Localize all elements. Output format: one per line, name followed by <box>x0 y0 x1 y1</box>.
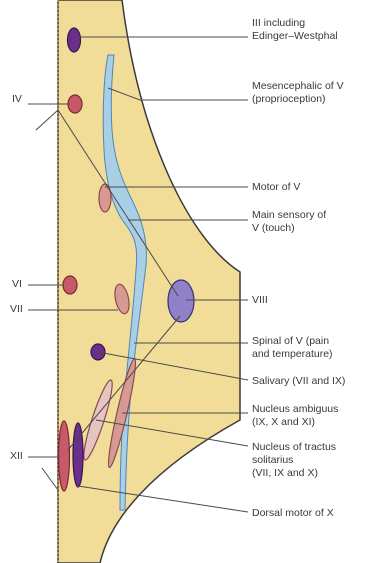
label-motor-v: Motor of V <box>252 181 300 193</box>
label-xii: XII <box>10 450 23 462</box>
leader-iv-tick <box>36 110 58 130</box>
label-ambiguus: Nucleus ambiguus(IX, X and XI) <box>252 403 338 428</box>
nucleus-xii <box>59 421 70 491</box>
nucleus-vi <box>63 276 77 294</box>
label-viii: VIII <box>252 294 268 306</box>
label-vii: VII <box>10 303 23 315</box>
nucleus-iv <box>68 95 82 113</box>
nucleus-motor-v <box>99 184 111 212</box>
brainstem-outline <box>58 0 240 563</box>
label-iv: IV <box>12 93 22 105</box>
nucleus-dorsal-motor-x <box>73 423 83 487</box>
label-vi: VI <box>12 278 22 290</box>
label-dorsal-motor-x: Dorsal motor of X <box>252 507 334 519</box>
nucleus-iii <box>68 28 81 52</box>
leader-xii-tick <box>42 468 58 490</box>
label-mesencephalic: Mesencephalic of V(proprioception) <box>252 80 344 105</box>
label-salivary: Salivary (VII and IX) <box>252 375 345 387</box>
